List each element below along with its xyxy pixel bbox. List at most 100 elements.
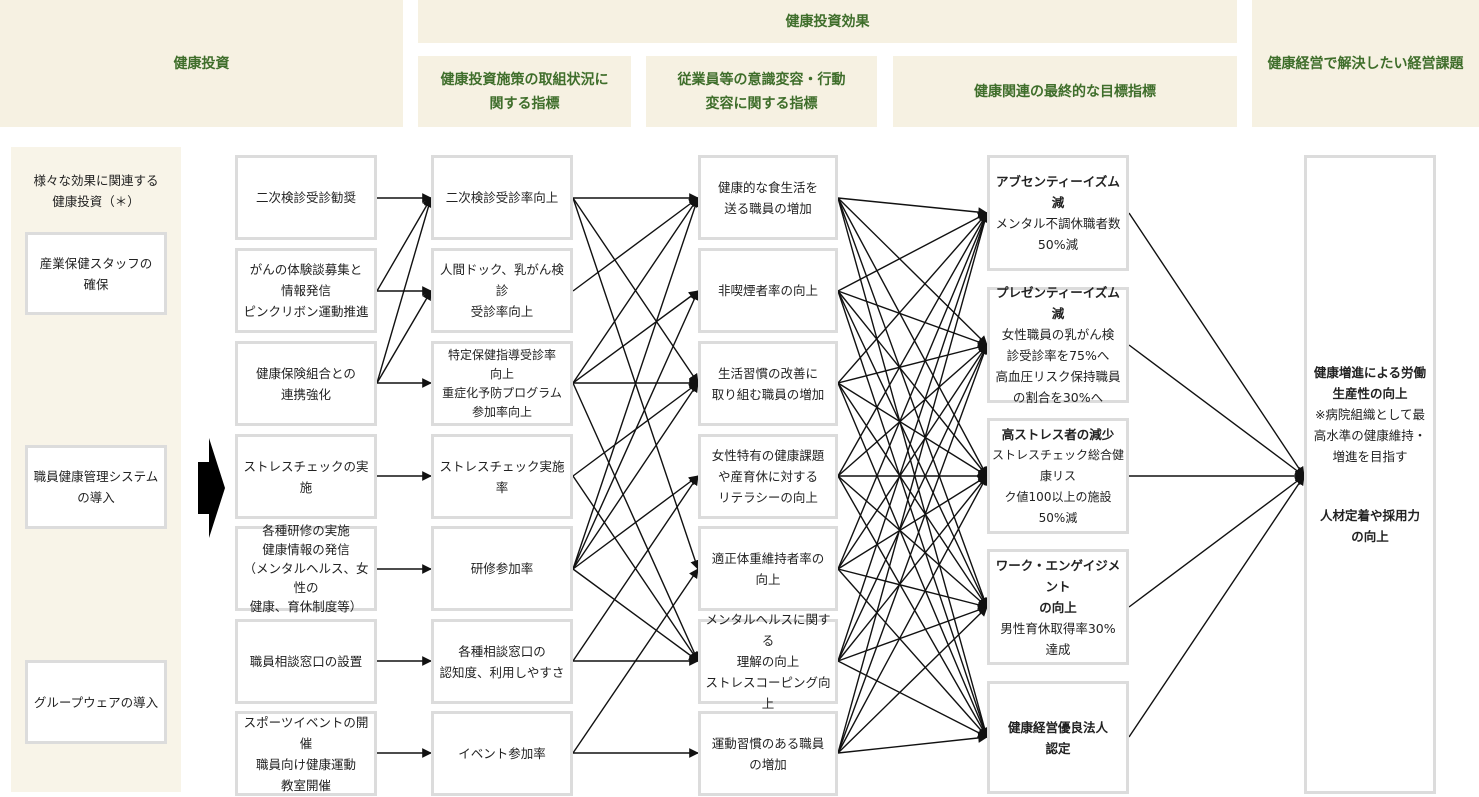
- investment-box: 各種研修の実施 健康情報の発信 （メンタルヘルス、女性の 健康、育休制度等）: [235, 523, 377, 614]
- goal-box-presenteeism: プレゼンティーイズム減 女性職員の乳がん検 診受診率を75%へ 高血圧リスク保持…: [987, 285, 1129, 405]
- behavior-box: 女性特有の健康課題 や産育休に対する リテラシーの向上: [698, 434, 838, 519]
- indicator-box: 研修参加率: [431, 526, 573, 611]
- left-item-staff: 産業保健スタッフの 確保: [25, 232, 167, 315]
- arrow-behavior-to-goal: [837, 568, 988, 738]
- goal-body: 女性職員の乳がん検 診受診率を75%へ 高血圧リスク保持職員 の割合を30%へ: [995, 327, 1121, 405]
- behavior-box: メンタルヘルスに関する 理解の向上 ストレスコーピング向上: [698, 612, 838, 711]
- arrow-behavior-to-goal: [837, 733, 988, 754]
- arrow-indicator-to-behavior: [572, 197, 699, 384]
- issue-retention: 人材定着や採用力 の向上: [1319, 508, 1420, 544]
- investment-box: 職員相談窓口の設置: [235, 619, 377, 704]
- arrow-indicator-to-behavior: [572, 568, 699, 754]
- left-item-system: 職員健康管理システム の導入: [25, 445, 167, 529]
- arrow-behavior-to-goal: [837, 605, 988, 662]
- arrow-behavior-to-goal: [837, 290, 988, 608]
- arrow-goal-to-issue: [1128, 475, 1305, 738]
- arrow-behavior-to-goal: [837, 290, 988, 477]
- goal-box-certification: 健康経営優良法人 認定: [987, 681, 1129, 794]
- arrow-behavior-to-goal: [837, 344, 989, 754]
- header-effects: 健康投資効果: [418, 0, 1237, 43]
- behavior-box: 非喫煙者率の向上: [698, 248, 838, 333]
- behavior-box: 健康的な食生活を 送る職員の増加: [698, 155, 838, 240]
- left-item-groupware: グループウェアの導入: [25, 660, 167, 744]
- arrow-behavior-to-goal: [837, 290, 989, 738]
- arrow-behavior-to-goal: [837, 344, 988, 570]
- goal-title: 高ストレス者の減少: [1001, 426, 1115, 442]
- goal-box-high-stress: 高ストレス者の減少 ストレスチェック総合健康リス ク値100以上の施設 50%減: [987, 418, 1129, 534]
- goal-title: 健康経営優良法人 認定: [1007, 719, 1108, 756]
- arrow-behavior-to-goal: [837, 660, 988, 738]
- arrow-indicator-to-behavior: [572, 197, 700, 570]
- arrow-investment-to-indicator: [376, 197, 432, 292]
- arrow-indicator-to-behavior: [572, 382, 699, 570]
- arrow-behavior-to-goal: [837, 212, 988, 384]
- arrow-behavior-to-goal: [837, 382, 989, 738]
- issue-note: ※病院組織として最 高水準の健康維持・ 増進を目指す: [1313, 407, 1427, 464]
- indicator-box: 人間ドック、乳がん検診 受診率向上: [431, 248, 573, 333]
- indicator-box: イベント参加率: [431, 711, 573, 796]
- arrow-behavior-to-goal: [837, 475, 988, 608]
- indicator-box: ストレスチェック実施率: [431, 434, 573, 519]
- arrow-behavior-to-goal: [837, 212, 989, 570]
- left-panel-caption: 様々な効果に関連する 健康投資（＊）: [33, 173, 159, 209]
- arrow-behavior-to-goal: [837, 197, 988, 477]
- arrow-goal-to-issue: [1128, 212, 1305, 477]
- arrow-indicator-to-behavior: [572, 197, 699, 292]
- investment-box: ストレスチェックの実施: [235, 434, 377, 519]
- arrow-behavior-to-goal: [837, 212, 989, 662]
- issue-box: 健康増進による労働 生産性の向上 ※病院組織として最 高水準の健康維持・ 増進を…: [1304, 155, 1436, 794]
- investment-box: 健康保険組合との 連携強化: [235, 341, 377, 426]
- arrow-goal-to-issue: [1128, 475, 1305, 608]
- arrow-behavior-to-goal: [837, 382, 988, 608]
- arrow-behavior-to-goal: [837, 197, 989, 608]
- goal-box-absenteeism: アブセンティーイズム減 メンタル不調休職者数 50%減: [987, 155, 1129, 271]
- arrow-behavior-to-goal: [837, 212, 988, 477]
- issue-productivity: 健康増進による労働 生産性の向上: [1313, 365, 1427, 401]
- indicator-box: 二次検診受診率向上: [431, 155, 573, 240]
- investment-box: がんの体験談募集と 情報発信 ピンクリボン運動推進: [235, 248, 377, 333]
- arrow-goal-to-issue: [1128, 344, 1305, 477]
- arrow-behavior-to-goal: [837, 475, 988, 662]
- arrow-indicator-to-behavior: [572, 568, 699, 662]
- indicator-box: 各種相談窓口の 認知度、利用しやすさ: [431, 619, 573, 704]
- header-measures: 健康投資施策の取組状況に 関する指標: [418, 56, 631, 127]
- arrow-indicator-to-behavior: [572, 290, 699, 570]
- arrow-investment-to-indicator: [376, 290, 432, 384]
- header-investment: 健康投資: [0, 0, 403, 127]
- arrow-indicator-to-behavior: [572, 475, 699, 662]
- arrow-behavior-to-goal: [837, 475, 988, 570]
- goal-title: ワーク・エンゲイジメント の向上: [995, 557, 1121, 615]
- header-awareness: 従業員等の意識変容・行動 変容に関する指標: [646, 56, 877, 127]
- investment-box: スポーツイベントの開催 職員向け健康運動 教室開催: [235, 711, 377, 796]
- big-arrow-icon: [198, 438, 225, 538]
- arrow-behavior-to-goal: [837, 344, 988, 662]
- behavior-box: 生活習慣の改善に 取り組む職員の増加: [698, 341, 838, 426]
- arrow-indicator-to-behavior: [572, 475, 699, 570]
- arrow-investment-to-indicator: [376, 197, 434, 384]
- arrow-behavior-to-goal: [837, 197, 988, 346]
- arrow-behavior-to-goal: [837, 212, 990, 754]
- arrow-behavior-to-goal: [837, 568, 988, 610]
- investment-box: 二次検診受診勧奨: [235, 155, 377, 240]
- arrow-behavior-to-goal: [837, 606, 988, 754]
- arrow-behavior-to-goal: [837, 290, 988, 347]
- arrow-indicator-to-behavior: [572, 290, 699, 384]
- arrow-behavior-to-goal: [837, 197, 988, 217]
- arrow-behavior-to-goal: [837, 342, 988, 384]
- arrow-behavior-to-goal: [837, 212, 988, 292]
- goal-body: ストレスチェック総合健康リス ク値100以上の施設 50%減: [991, 447, 1124, 525]
- behavior-box: 適正体重維持者率の 向上: [698, 526, 838, 611]
- goal-title: プレゼンティーイズム減: [996, 285, 1120, 321]
- arrow-behavior-to-goal: [837, 475, 988, 754]
- header-management-issues: 健康経営で解決したい経営課題: [1252, 0, 1479, 127]
- goal-box-engagement: ワーク・エンゲイジメント の向上 男性育休取得率30% 達成: [987, 549, 1129, 665]
- goal-title: アブセンティーイズム減: [996, 174, 1120, 210]
- header-final-goals: 健康関連の最終的な目標指標: [893, 56, 1237, 127]
- arrow-behavior-to-goal: [837, 382, 988, 477]
- goal-body: 男性育休取得率30% 達成: [1000, 620, 1116, 657]
- indicator-box: 特定保健指導受診率 向上 重症化予防プログラム 参加率向上: [431, 341, 573, 426]
- arrow-behavior-to-goal: [837, 475, 988, 738]
- behavior-box: 運動習慣のある職員 の増加: [698, 711, 838, 796]
- arrow-behavior-to-goal: [837, 197, 990, 738]
